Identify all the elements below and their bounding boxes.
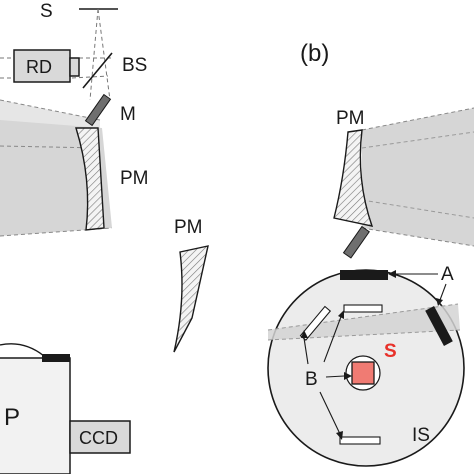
mirror-right-small bbox=[342, 225, 370, 259]
arrow-b-to-sample bbox=[325, 375, 345, 378]
beam-cone-right bbox=[362, 108, 474, 246]
beam-splitter bbox=[82, 52, 113, 89]
beam-edge-left-2 bbox=[0, 145, 101, 149]
reference-detector-box bbox=[13, 49, 71, 83]
sphere-beam-edge-1 bbox=[267, 303, 459, 331]
arrowhead-a-right bbox=[436, 298, 443, 306]
reference-detector-tab bbox=[69, 57, 80, 77]
arrow-a-to-right-port bbox=[439, 283, 447, 301]
beam-edge-right-2 bbox=[361, 227, 474, 247]
parabolic-mirror-right bbox=[333, 129, 374, 227]
arrowhead-b-left bbox=[301, 330, 308, 338]
arrowhead-b-bottom bbox=[336, 431, 343, 440]
sphere-port-right bbox=[425, 305, 453, 347]
pm-right-label: PM bbox=[336, 108, 365, 129]
spectrometer-top-curve bbox=[0, 343, 45, 357]
arrowhead-a-top bbox=[388, 270, 396, 278]
beam-to-rd-2 bbox=[71, 75, 109, 79]
arrowhead-b-top bbox=[338, 310, 344, 319]
ccd-box bbox=[69, 420, 131, 454]
baffle-bottom bbox=[339, 436, 381, 445]
parabolic-mirror-left bbox=[75, 127, 105, 231]
ccd-label: CCD bbox=[79, 428, 118, 448]
sample-square bbox=[351, 361, 375, 385]
beam-edge-right-4 bbox=[361, 199, 474, 219]
mirror-label: M bbox=[120, 104, 136, 125]
source-label: S bbox=[40, 1, 53, 22]
b-label: B bbox=[305, 369, 318, 390]
a-label: A bbox=[441, 264, 454, 285]
arrow-b-to-bottom-baffle bbox=[319, 391, 341, 435]
spectrometer-body bbox=[0, 357, 71, 474]
mirror-m bbox=[84, 93, 112, 127]
integrating-sphere-label: IS bbox=[412, 425, 430, 446]
sphere-beam bbox=[268, 304, 460, 340]
beam-edge-left-1 bbox=[0, 99, 101, 121]
reference-detector-label: RD bbox=[26, 57, 52, 77]
arrowhead-b-sample bbox=[344, 372, 352, 380]
sphere-port-top bbox=[340, 270, 388, 280]
pm-left-label: PM bbox=[120, 168, 149, 189]
source-beam-1 bbox=[97, 8, 111, 101]
arrow-b-to-left-baffle bbox=[303, 337, 309, 365]
spectrometer-label: P bbox=[4, 404, 20, 431]
beam-edge-right-1 bbox=[361, 107, 474, 131]
spectrometer-entrance-slit bbox=[42, 354, 70, 362]
pm-middle-label: PM bbox=[174, 217, 203, 238]
sample-label: S bbox=[384, 341, 397, 362]
beam-edge-right-3 bbox=[361, 131, 474, 149]
source-beam-2 bbox=[89, 8, 99, 101]
panel-b-label: (b) bbox=[300, 40, 329, 67]
parabolic-mirror-middle bbox=[173, 245, 209, 353]
arrow-b-to-top-baffle bbox=[323, 313, 343, 363]
baffle-top bbox=[343, 304, 383, 313]
beam-splitter-label: BS bbox=[122, 55, 147, 76]
